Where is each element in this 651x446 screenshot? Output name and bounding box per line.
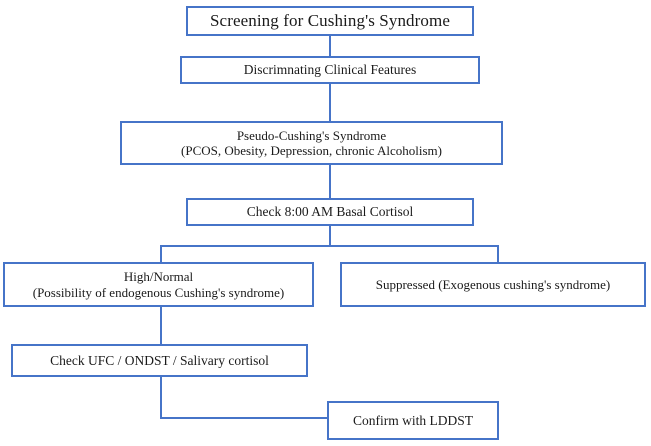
- connector-basal-to-branch: [329, 225, 331, 246]
- node-check-ufc-ondst-salivary-label: Check UFC / ONDST / Salivary cortisol: [50, 352, 269, 368]
- node-check-basal-cortisol: Check 8:00 AM Basal Cortisol: [186, 198, 474, 226]
- connector-title-to-features: [329, 36, 331, 57]
- node-confirm-with-lddst-label: Confirm with LDDST: [353, 412, 473, 428]
- node-suppressed-exogenous-label: Suppressed (Exogenous cushing's syndrome…: [375, 276, 611, 292]
- node-high-normal-label: High/Normal: [123, 269, 194, 285]
- node-pseudo-cushings-syndrome-sublabel: (PCOS, Obesity, Depression, chronic Alco…: [181, 143, 442, 158]
- connector-pseudo-to-basal: [329, 164, 331, 199]
- node-discriminating-clinical-features: Discrimnating Clinical Features: [180, 56, 480, 84]
- node-check-ufc-ondst-salivary: Check UFC / ONDST / Salivary cortisol: [11, 344, 308, 377]
- node-screening-title: Screening for Cushing's Syndrome: [186, 6, 474, 36]
- connector-ufc-down: [160, 376, 162, 419]
- node-confirm-with-lddst: Confirm with LDDST: [327, 401, 499, 440]
- connector-branch-bar: [160, 245, 499, 247]
- connector-ufc-to-confirm: [160, 417, 328, 419]
- connector-branch-to-high: [160, 245, 162, 263]
- connector-high-to-ufc: [160, 306, 162, 345]
- node-pseudo-cushings-syndrome: Pseudo-Cushing's Syndrome (PCOS, Obesity…: [120, 121, 503, 165]
- node-high-normal-sublabel: (Possibility of endogenous Cushing's syn…: [32, 284, 285, 300]
- connector-features-to-pseudo: [329, 83, 331, 122]
- node-pseudo-cushings-syndrome-label: Pseudo-Cushing's Syndrome: [236, 127, 387, 143]
- node-suppressed-exogenous: Suppressed (Exogenous cushing's syndrome…: [340, 262, 646, 307]
- node-high-normal: High/Normal (Possibility of endogenous C…: [3, 262, 314, 307]
- node-screening-title-label: Screening for Cushing's Syndrome: [210, 10, 450, 30]
- node-discriminating-clinical-features-label: Discrimnating Clinical Features: [243, 62, 417, 78]
- node-check-basal-cortisol-label: Check 8:00 AM Basal Cortisol: [246, 204, 414, 220]
- connector-branch-to-suppressed: [497, 245, 499, 263]
